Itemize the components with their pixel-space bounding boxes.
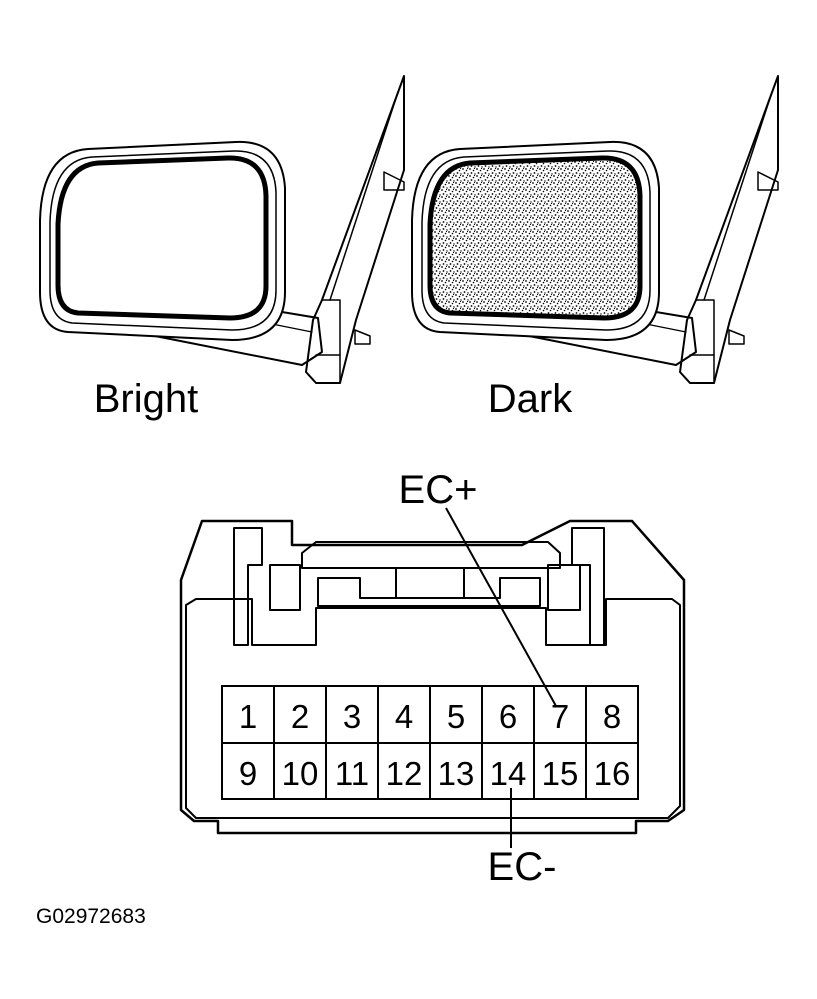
pin-12-label: 12 [386,755,423,792]
dark-label: Dark [488,377,573,421]
pin-5-label: 5 [447,698,465,735]
pin-labels-top-row: 1 2 3 4 5 6 7 8 [239,698,621,735]
pin-9-label: 9 [239,755,257,792]
pin-grid [221,685,639,800]
pin-3-label: 3 [343,698,361,735]
pin-11-label: 11 [335,755,369,792]
pin-15-label: 15 [542,755,579,792]
pin-labels-bottom-row: 9 10 11 12 13 14 15 16 [239,755,631,792]
bright-mirror-illustration [39,75,405,384]
dark-mirror-illustration [411,75,779,384]
pin-16-label: 16 [594,755,631,792]
ec-plus-label: EC+ [399,468,478,512]
pin-6-label: 6 [499,698,517,735]
pin-10-label: 10 [282,755,319,792]
bright-label: Bright [94,377,199,421]
pin-1-label: 1 [239,698,257,735]
ec-plus-leader-line [445,507,557,707]
connector-body [179,519,686,835]
pin-4-label: 4 [395,698,413,735]
pin-13-label: 13 [438,755,475,792]
pin-7-label: 7 [551,698,569,735]
ec-minus-label: EC- [488,845,557,889]
pin-14-label: 14 [490,755,527,792]
figure-code: G02972683 [36,905,146,928]
pin-2-label: 2 [291,698,309,735]
pin-8-label: 8 [603,698,621,735]
